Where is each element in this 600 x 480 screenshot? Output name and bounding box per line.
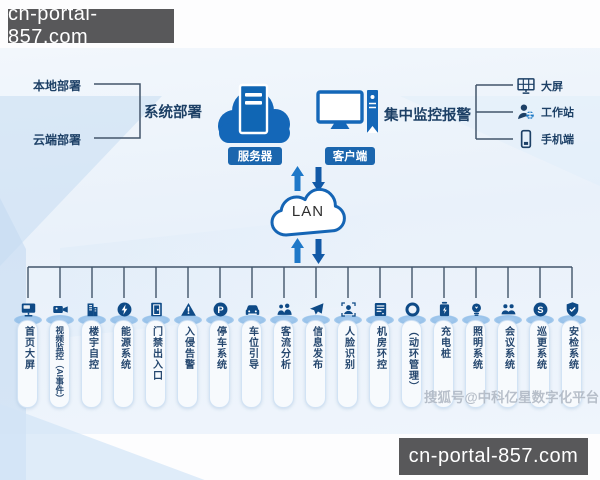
- system-label: 能源系统: [118, 326, 130, 370]
- watermark-bottom: cn-portal-857.com: [399, 438, 588, 475]
- deployment-option-local: 本地部署: [33, 79, 82, 93]
- system-icon-wrap: [174, 298, 202, 325]
- ring-icon: [404, 301, 421, 318]
- source-watermark: 搜狐号@中科亿星数字化平台: [424, 390, 600, 405]
- charging-icon: [436, 301, 453, 318]
- monitoring-item-label: 手机端: [541, 134, 574, 146]
- watermark-top: cn-portal-857.com: [8, 3, 174, 48]
- system-label: 人脸识别: [342, 326, 354, 370]
- system-label: （动环管理）: [406, 326, 418, 392]
- system-label: 照明系统: [470, 326, 482, 370]
- system-label: 楼宇自控: [86, 326, 98, 370]
- system-pill: 车位引导: [241, 320, 262, 408]
- client-badge: 客户端: [325, 147, 375, 165]
- alarm-icon: [180, 301, 197, 318]
- system-pill: 停车系统: [209, 320, 230, 408]
- system-pill: 入侵告警: [177, 320, 198, 408]
- system-icon-wrap: S: [526, 298, 554, 325]
- mobile-icon: [516, 129, 536, 149]
- door-icon: [148, 301, 165, 318]
- system-icon-wrap: [462, 298, 490, 325]
- system-pill: 楼宇自控: [81, 320, 102, 408]
- system-icon-wrap: [398, 298, 426, 325]
- parking-icon: P: [212, 301, 229, 318]
- system-label: 车位引导: [246, 326, 258, 370]
- camera-icon: [52, 301, 69, 318]
- crowd-icon: [276, 301, 293, 318]
- patrol-icon: S: [532, 301, 549, 318]
- building-icon: [84, 301, 101, 318]
- system-icon-wrap: [558, 298, 586, 325]
- system-pill: 能源系统: [113, 320, 134, 408]
- system-icon-wrap: [238, 298, 266, 325]
- system-pill: 视频监控（AI事件）: [49, 320, 70, 408]
- workstation-icon: [516, 102, 536, 122]
- security-icon: [564, 301, 581, 318]
- system-label: 机房环控: [374, 326, 386, 370]
- system-icon-wrap: [270, 298, 298, 325]
- system-pill: 客流分析: [273, 320, 294, 408]
- monitoring-item: 手机端: [516, 128, 574, 150]
- svg-text:S: S: [537, 304, 543, 314]
- system-pill: 首页大屏: [17, 320, 38, 408]
- system-label: 安检系统: [566, 326, 578, 370]
- lan-label: LAN: [291, 203, 325, 220]
- meeting-icon: [500, 301, 517, 318]
- lighting-icon: [468, 301, 485, 318]
- monitoring-item-label: 工作站: [541, 107, 574, 119]
- system-label: 门禁出入口: [150, 326, 162, 381]
- system-icon-wrap: [142, 298, 170, 325]
- system-label: 充电桩: [438, 326, 450, 359]
- lan-cloud-icon: [270, 187, 346, 237]
- monitoring-title: 集中监控报警: [384, 108, 471, 124]
- system-label: 视频监控（AI事件）: [54, 326, 65, 403]
- system-pill: 安检系统: [561, 320, 582, 408]
- system-icon-wrap: [14, 298, 42, 325]
- system-icon-wrap: [366, 298, 394, 325]
- dashboard-icon: [20, 301, 37, 318]
- system-label: 会议系统: [502, 326, 514, 370]
- system-pill: 会议系统: [497, 320, 518, 408]
- car-icon: [244, 301, 261, 318]
- system-pill: 门禁出入口: [145, 320, 166, 408]
- system-label: 巡更系统: [534, 326, 546, 370]
- system-icon-wrap: [78, 298, 106, 325]
- svg-text:P: P: [217, 304, 224, 315]
- monitoring-item: 大屏: [516, 75, 563, 97]
- system-pill: 机房环控: [369, 320, 390, 408]
- system-pill: 信息发布: [305, 320, 326, 408]
- system-icon-wrap: P: [206, 298, 234, 325]
- server-badge: 服务器: [228, 147, 282, 165]
- server-room-icon: [372, 301, 389, 318]
- broadcast-icon: [308, 301, 325, 318]
- monitoring-item-label: 大屏: [541, 81, 563, 93]
- system-label: 首页大屏: [22, 326, 34, 370]
- client-terminal-icon: [316, 90, 378, 133]
- energy-icon: [116, 301, 133, 318]
- system-label: 信息发布: [310, 326, 322, 370]
- system-pill: 人脸识别: [337, 320, 358, 408]
- monitoring-item: 工作站: [516, 101, 574, 123]
- system-pill: 充电桩: [433, 320, 454, 408]
- system-icon-wrap: [494, 298, 522, 325]
- face-icon: [340, 301, 357, 318]
- system-icon-wrap: [430, 298, 458, 325]
- video-wall-icon: [516, 76, 536, 96]
- system-pill: 巡更系统: [529, 320, 550, 408]
- system-pill: （动环管理）: [401, 320, 422, 408]
- system-icon-wrap: [334, 298, 362, 325]
- server-cloud-icon: [218, 83, 290, 143]
- deployment-option-cloud: 云端部署: [33, 133, 82, 147]
- system-icon-wrap: [46, 298, 74, 325]
- system-deployment-label: 系统部署: [144, 105, 202, 121]
- system-pill: 照明系统: [465, 320, 486, 408]
- system-label: 客流分析: [278, 326, 290, 370]
- system-icon-wrap: [110, 298, 138, 325]
- system-label: 入侵告警: [182, 326, 194, 370]
- system-label: 停车系统: [214, 326, 226, 370]
- system-icon-wrap: [302, 298, 330, 325]
